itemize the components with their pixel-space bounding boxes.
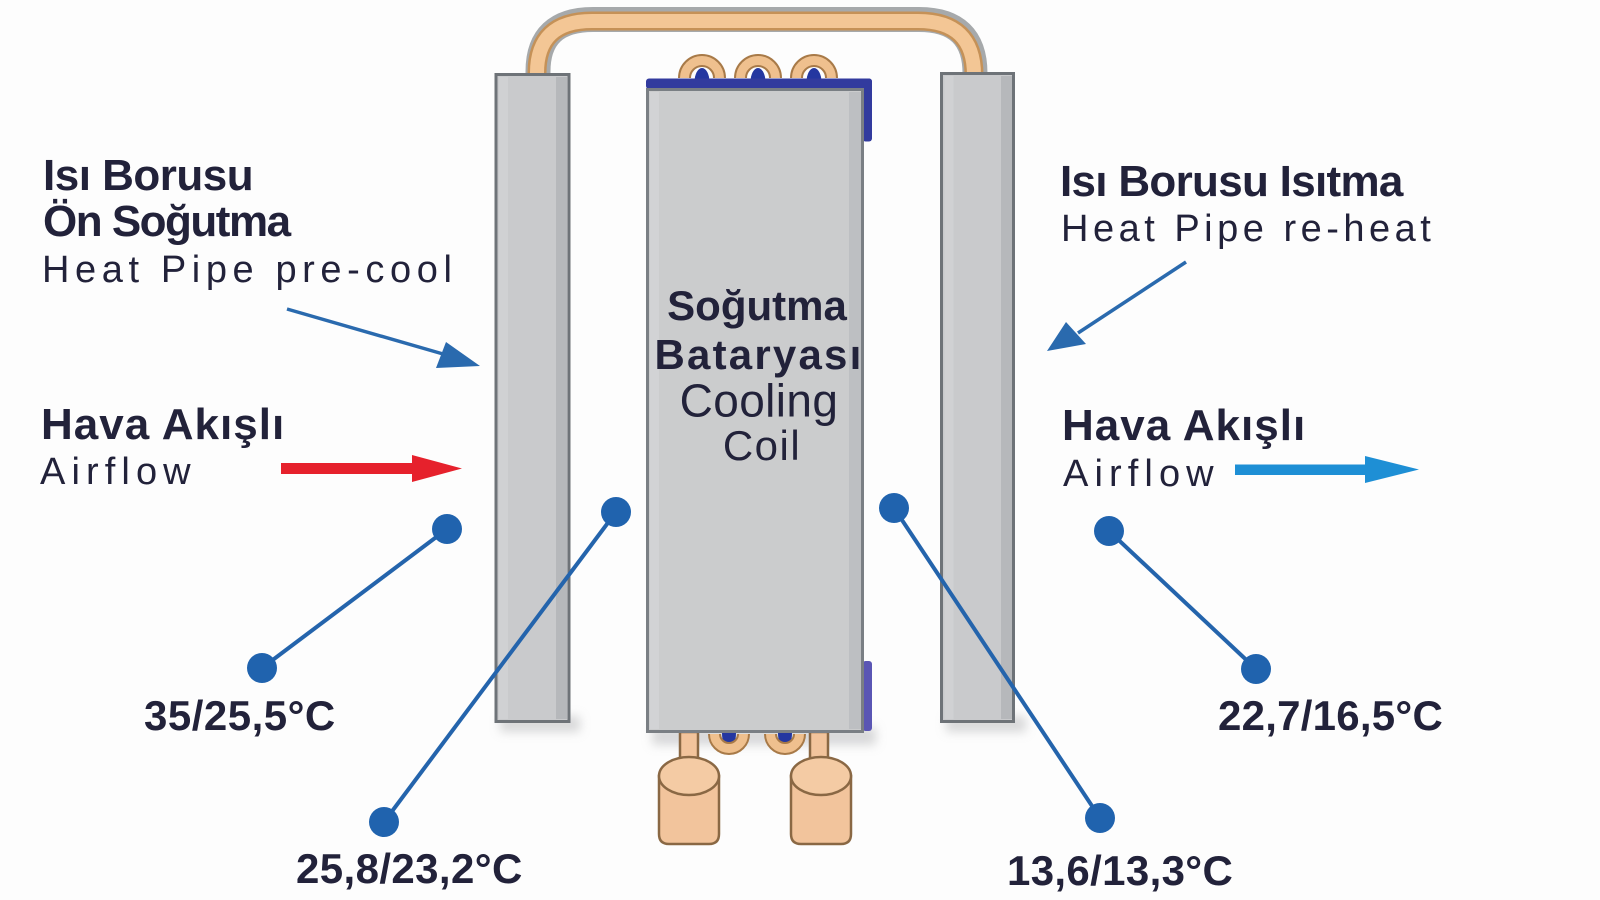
svg-text:Hava Akışlı: Hava Akışlı [41, 400, 285, 449]
svg-text:Airflow: Airflow [1063, 453, 1220, 495]
svg-text:Heat Pipe pre-cool: Heat Pipe pre-cool [42, 249, 458, 291]
svg-text:Heat Pipe re-heat: Heat Pipe re-heat [1061, 208, 1435, 250]
svg-text:22,7/16,5°C: 22,7/16,5°C [1218, 692, 1443, 739]
svg-text:Hava Akışlı: Hava Akışlı [1062, 401, 1306, 450]
svg-text:Soğutma: Soğutma [667, 282, 847, 329]
svg-text:13,6/13,3°C: 13,6/13,3°C [1007, 847, 1233, 894]
svg-text:Isı Borusu Isıtma: Isı Borusu Isıtma [1060, 157, 1404, 206]
svg-text:Cooling: Cooling [680, 375, 839, 427]
svg-text:Bataryası: Bataryası [655, 331, 864, 378]
svg-text:35/25,5°C: 35/25,5°C [144, 692, 336, 739]
svg-text:25,8/23,2°C: 25,8/23,2°C [296, 845, 523, 892]
svg-text:Coil: Coil [723, 422, 801, 469]
svg-text:Ön Soğutma: Ön Soğutma [43, 197, 292, 246]
svg-text:Isı Borusu: Isı Borusu [43, 151, 253, 200]
svg-text:Airflow: Airflow [40, 451, 197, 493]
